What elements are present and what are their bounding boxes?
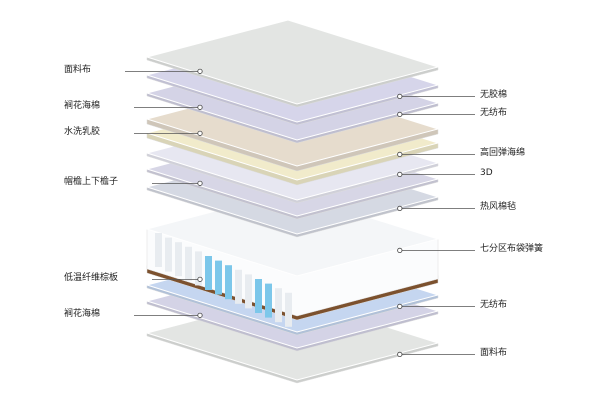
leader-dot [397,151,403,157]
layer-label: 面料布 [64,65,92,76]
layer-label: 低温纤维棕板 [64,273,119,284]
layer-label: 热风棉毡 [480,202,517,213]
layer-label: 水洗乳胶 [64,127,101,138]
spring-coil [235,269,242,304]
leader-dot [397,351,403,357]
leader-dot [197,276,203,282]
layer-label: 3D [480,168,493,179]
layer-label: 高回弹海绵 [480,148,526,159]
leader-dot [197,180,203,186]
spring-coil [205,256,212,290]
layer-label: 裥花海棉 [64,101,101,112]
layer-surface [145,19,440,105]
leader-dot [197,68,203,74]
spring-coil [165,237,172,272]
spring-coil [185,246,192,281]
layer-top-fabric [145,19,440,108]
leader-dot [197,130,203,136]
layer-label: 面料布 [480,348,508,359]
layer-label: 帽檐上下檐子 [64,177,119,188]
spring-coil [215,260,222,295]
leader-dot [397,247,403,253]
spring-coil [275,288,282,323]
spring-coil [155,233,162,267]
leader-dot [197,312,203,318]
spring-coil [175,242,182,277]
leader-dot [397,303,403,309]
layer-label: 无胶棉 [480,90,508,101]
layer-label: 七分区布袋弹簧 [480,244,544,255]
leader-dot [397,93,403,100]
spring-coil [245,274,252,309]
spring-coil [225,265,232,300]
layer-label: 无纺布 [480,300,508,311]
spring-coil [195,251,202,286]
spring-coil [285,292,292,327]
leader-dot [397,205,403,211]
spring-coil [265,283,272,318]
leader-dot [397,111,403,118]
leader-dot [397,171,403,177]
leader-dot [197,104,203,110]
layer-label: 无纺布 [480,108,508,119]
spring-coil [255,279,262,313]
layer-label: 裥花海棉 [64,309,101,320]
